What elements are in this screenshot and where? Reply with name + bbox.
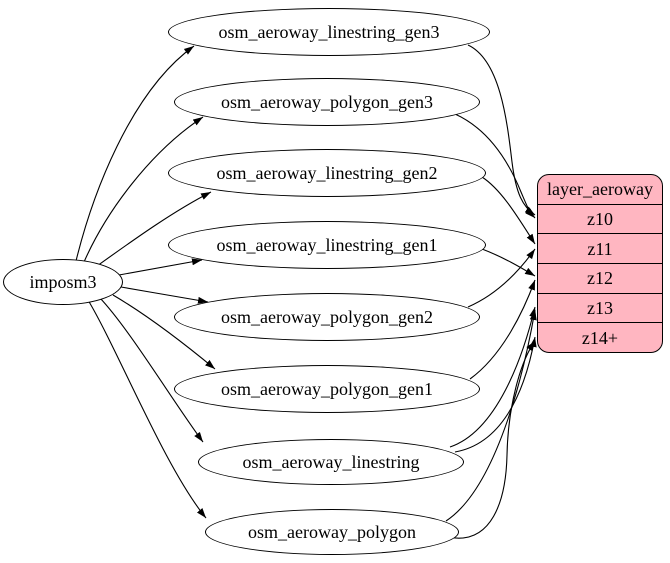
edge-osm_aeroway_polygon-z13 [445,309,537,522]
edge-osm_aeroway_linestring_gen3-z10 [467,44,536,216]
node-osm-aeroway-linestring-gen2: osm_aeroway_linestring_gen2 [168,149,486,197]
node-osm-aeroway-linestring-gen3: osm_aeroway_linestring_gen3 [168,8,490,56]
edge-osm_aeroway_polygon_gen1-z12 [469,279,536,380]
layer-row-z14plus: z14+ [538,322,662,352]
node-label: osm_aeroway_linestring_gen2 [216,163,438,183]
node-imposm3-label: imposm3 [29,272,97,292]
node-osm-aeroway-linestring-gen1: osm_aeroway_linestring_gen1 [168,221,486,269]
node-osm-aeroway-polygon-gen1: osm_aeroway_polygon_gen1 [174,365,480,413]
edge-imposm3-osm_aeroway_polygon_gen2 [120,286,209,304]
node-label: osm_aeroway_polygon_gen1 [221,379,433,399]
node-label: osm_aeroway_polygon [248,522,416,542]
layer-row-z12: z12 [538,263,662,293]
edge-osm_aeroway_polygon-z14plus [447,340,536,539]
edge-osm_aeroway_linestring_gen1-z12 [481,248,536,277]
node-osm-aeroway-polygon-gen3: osm_aeroway_polygon_gen3 [174,78,480,126]
node-layer-aeroway: layer_aeroway z10 z11 z12 z13 z14+ [537,174,663,353]
node-imposm3: imposm3 [3,259,123,305]
edge-imposm3-osm_aeroway_polygon [87,299,207,519]
node-label: osm_aeroway_polygon_gen3 [221,92,433,112]
edge-osm_aeroway_linestring_gen2-z11 [481,176,536,245]
edge-osm_aeroway_polygon_gen2-z11 [467,248,536,308]
node-label: osm_aeroway_polygon_gen2 [221,307,433,327]
edge-imposm3-osm_aeroway_linestring_gen3 [75,45,195,262]
node-label: osm_aeroway_linestring_gen3 [218,22,440,42]
node-osm-aeroway-polygon: osm_aeroway_polygon [205,509,459,555]
layer-row-z11: z11 [538,233,662,263]
node-label: osm_aeroway_linestring [242,452,420,472]
node-osm-aeroway-polygon-gen2: osm_aeroway_polygon_gen2 [174,293,480,341]
node-osm-aeroway-linestring: osm_aeroway_linestring [198,439,464,485]
layer-row-z10: z10 [538,203,662,234]
layer-row-z13: z13 [538,292,662,323]
node-label: osm_aeroway_linestring_gen1 [216,235,438,255]
layer-aeroway-title: layer_aeroway [547,179,653,200]
edge-imposm3-osm_aeroway_linestring_gen1 [118,258,203,276]
